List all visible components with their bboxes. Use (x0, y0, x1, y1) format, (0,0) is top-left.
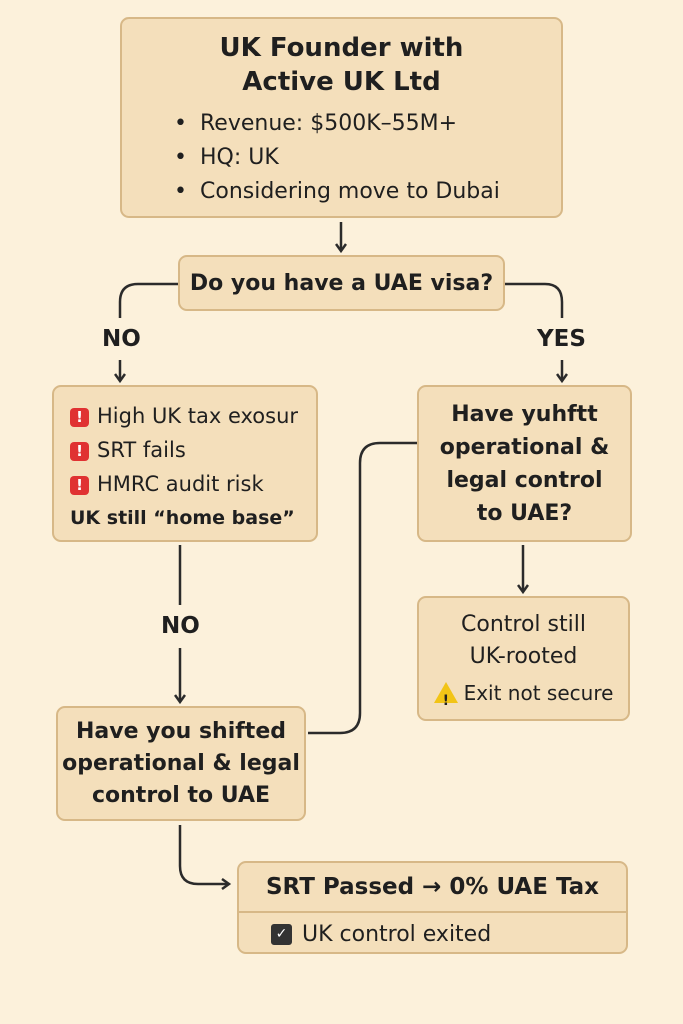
question-uae-visa: Do you have a UAE visa? (178, 255, 505, 311)
result-subtitle: ✓UK control exited (239, 913, 626, 952)
exit-warning: Exit not secure (433, 677, 613, 717)
question-control-shifted-yes: Have yuhftt operational & legal control … (417, 385, 632, 542)
bullet-considering-move: Considering move to Dubai (174, 175, 561, 209)
founder-profile-box: UK Founder with Active UK Ltd Revenue: $… (120, 17, 563, 218)
risk-item: !HMRC audit risk (70, 467, 306, 501)
label-yes-right: YES (537, 326, 586, 352)
bullet-revenue: Revenue: $500K–55M+ (174, 107, 561, 141)
founder-profile-bullets: Revenue: $500K–55M+ HQ: UK Considering m… (174, 107, 561, 209)
warning-triangle-icon (433, 681, 458, 717)
result-box: SRT Passed → 0% UAE Tax ✓UK control exit… (237, 861, 628, 954)
founder-profile-title: UK Founder with Active UK Ltd (219, 33, 464, 97)
label-no-left: NO (102, 326, 141, 352)
connector-shift-to-yes-question (308, 441, 417, 735)
exclamation-icon: ! (70, 442, 89, 461)
arrow-shift-to-result (178, 825, 229, 884)
control-uk-rooted-box: Control still UK-rooted Exit not secure (417, 596, 630, 721)
home-base-note: UK still “home base” (70, 507, 295, 529)
result-title: SRT Passed → 0% UAE Tax (239, 863, 626, 913)
connector-visa-right (505, 282, 564, 318)
risk-item: !High UK tax exosur (70, 399, 306, 433)
connector-visa-left (118, 282, 178, 318)
checkbox-checked-icon: ✓ (271, 923, 292, 945)
no-visa-risk-box: !High UK tax exosur !SRT fails !HMRC aud… (52, 385, 318, 542)
label-no-down: NO (161, 613, 200, 639)
question-control-shifted-no: Have you shifted operational & legal con… (56, 706, 306, 821)
exclamation-icon: ! (70, 476, 89, 495)
bullet-hq: HQ: UK (174, 141, 561, 175)
risk-item: !SRT fails (70, 433, 306, 467)
exclamation-icon: ! (70, 408, 89, 427)
